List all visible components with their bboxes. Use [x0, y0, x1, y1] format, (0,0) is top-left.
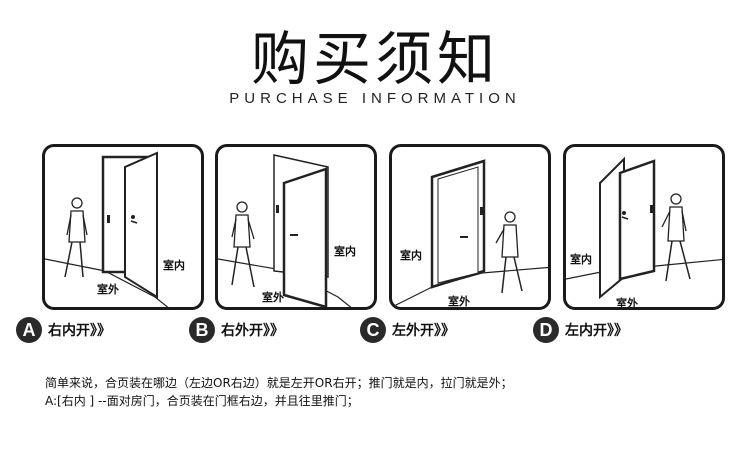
badge-a: A [16, 317, 42, 343]
door-a-illustration [45, 151, 169, 307]
badge-c: C [360, 317, 386, 343]
door-diagram-d: 室内 室外 [563, 144, 725, 310]
caption-c: C 左外开》》 [360, 316, 455, 344]
caption-a-text: 右内开》》 [48, 323, 111, 339]
badge-d: D [533, 317, 559, 343]
caption-b-text: 右外开》》 [221, 323, 284, 339]
label-outside: 室外 [97, 283, 119, 296]
page-title: 购买须知 [250, 25, 499, 93]
note-line-1: 简单来说，合页装在哪边（左边OR右边）就是左开OR右开；推门就是内，拉门就是外； [45, 376, 513, 390]
caption-c-text: 左外开》》 [392, 323, 455, 339]
label-inside: 室内 [163, 259, 185, 272]
door-diagram-c: 室内 室外 [389, 144, 551, 310]
caption-b: B 右外开》》 [189, 316, 284, 344]
note-line-2: A:[右内 ] --面对房门，合页装在门框右边，并且往里推门； [45, 394, 359, 408]
door-c-illustration [392, 159, 548, 307]
page-subtitle: PURCHASE INFORMATION [229, 90, 521, 107]
label-inside: 室内 [334, 245, 356, 258]
label-inside: 室内 [400, 249, 422, 262]
badge-b: B [189, 317, 215, 343]
door-d-illustration [566, 156, 722, 300]
label-inside: 室内 [570, 253, 592, 266]
door-b-illustration [218, 154, 352, 307]
label-outside: 室外 [448, 295, 470, 308]
door-diagram-a: 室内 室外 [42, 144, 204, 310]
label-outside: 室外 [616, 297, 638, 310]
caption-a: A 右内开》》 [16, 316, 111, 344]
label-outside: 室外 [262, 291, 284, 304]
door-diagram-b: 室内 室外 [215, 144, 377, 310]
caption-d: D 左内开》》 [533, 316, 628, 344]
caption-d-text: 左内开》》 [565, 323, 628, 339]
